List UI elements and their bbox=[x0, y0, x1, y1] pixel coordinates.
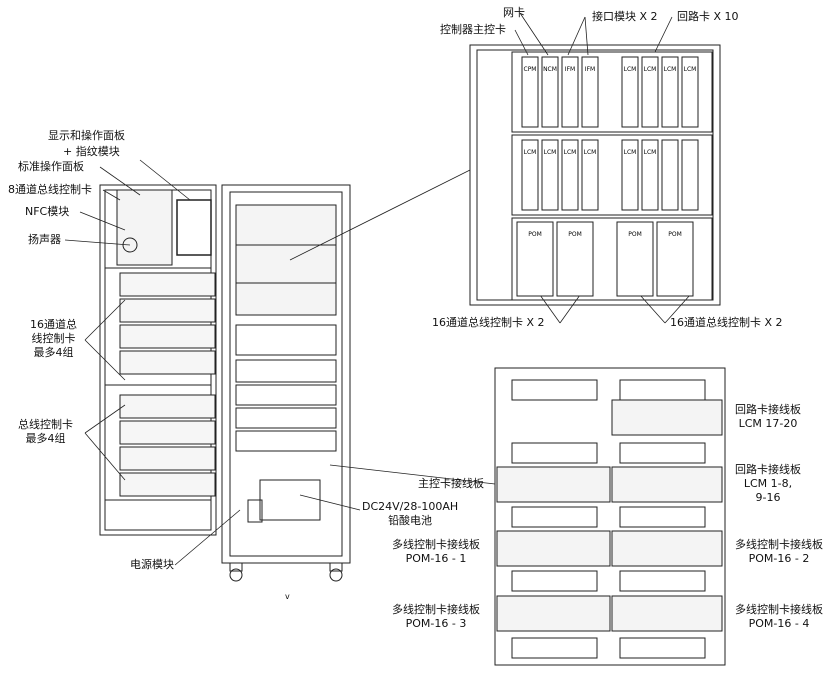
label-loop-cards: 回路卡 X 10 bbox=[677, 10, 739, 23]
label-bus-card: 总线控制卡 最多4组 bbox=[18, 418, 73, 446]
svg-text:POM: POM bbox=[668, 231, 682, 238]
text: 多线控制卡接线板 bbox=[392, 538, 480, 551]
rack-card-blank bbox=[661, 139, 679, 211]
rack-card-lcm: LCM bbox=[681, 56, 699, 128]
text: 最多4组 bbox=[25, 432, 66, 445]
text: POM-16 - 3 bbox=[405, 617, 467, 630]
rack-card-lcm: LCM bbox=[561, 139, 579, 211]
label-speaker: 扬声器 bbox=[28, 233, 61, 246]
rack-card-pom: POM bbox=[556, 221, 594, 297]
label-pom-4: 多线控制卡接线板 POM-16 - 4 bbox=[735, 603, 823, 631]
svg-text:POM: POM bbox=[528, 231, 542, 238]
label-lcm-1-16: 回路卡接线板 LCM 1-8, 9-16 bbox=[735, 463, 801, 505]
svg-text:LCM: LCM bbox=[524, 149, 537, 156]
text: POM-16 - 1 bbox=[405, 552, 467, 565]
rack-card-blank bbox=[681, 139, 699, 211]
text: 线控制卡 bbox=[31, 332, 76, 345]
text: POM-16 - 2 bbox=[748, 552, 810, 565]
rack-card-lcm: LCM bbox=[581, 139, 599, 211]
rack-card-ncm: NCM bbox=[541, 56, 559, 128]
cabinet-door bbox=[99, 184, 217, 536]
svg-text:LCM: LCM bbox=[664, 66, 677, 73]
rack-card-ifm: IFM bbox=[581, 56, 599, 128]
label-pom-2: 多线控制卡接线板 POM-16 - 2 bbox=[735, 538, 823, 566]
text: 多线控制卡接线板 bbox=[735, 538, 823, 551]
label-fingerprint: + 指纹模块 bbox=[63, 145, 120, 158]
text: 总线控制卡 bbox=[18, 418, 73, 431]
label-16ch-x2-right: 16通道总线控制卡 X 2 bbox=[670, 316, 783, 329]
text: LCM 1-8, bbox=[743, 477, 793, 490]
label-main-card: 控制器主控卡 bbox=[440, 23, 506, 36]
rack-card-ifm: IFM bbox=[561, 56, 579, 128]
svg-text:CPM: CPM bbox=[524, 66, 537, 73]
label-pom-3: 多线控制卡接线板 POM-16 - 3 bbox=[392, 603, 480, 631]
label-standard-panel: 标准操作面板 bbox=[18, 160, 84, 173]
label-battery: DC24V/28-100AH 铅酸电池 bbox=[362, 500, 458, 528]
mark-v: v bbox=[285, 592, 290, 601]
label-16ch-x2-left: 16通道总线控制卡 X 2 bbox=[432, 316, 545, 329]
text: 9-16 bbox=[755, 491, 781, 504]
rack-card-cpm: CPM bbox=[521, 56, 539, 128]
text: POM-16 - 4 bbox=[748, 617, 810, 630]
text: 铅酸电池 bbox=[388, 514, 433, 527]
svg-text:LCM: LCM bbox=[644, 149, 657, 156]
rack-card-pom: POM bbox=[516, 221, 554, 297]
label-8ch-bus-card: 8通道总线控制卡 bbox=[8, 183, 92, 196]
label-net-card: 网卡 bbox=[503, 6, 525, 19]
label-interface: 接口模块 X 2 bbox=[592, 10, 658, 23]
text: 多线控制卡接线板 bbox=[392, 603, 480, 616]
rack-card-pom: POM bbox=[656, 221, 694, 297]
text: LCM 17-20 bbox=[738, 417, 798, 430]
svg-text:LCM: LCM bbox=[624, 149, 637, 156]
rack-card-lcm: LCM bbox=[521, 139, 539, 211]
leader-lines bbox=[64, 12, 691, 566]
text: 回路卡接线板 bbox=[735, 463, 801, 476]
text: 回路卡接线板 bbox=[735, 403, 801, 416]
rack-card-lcm: LCM bbox=[621, 56, 639, 128]
text: 16通道总 bbox=[30, 318, 77, 331]
rack-card-lcm: LCM bbox=[641, 139, 659, 211]
card-rack bbox=[469, 44, 721, 306]
label-main-board: 主控卡接线板 bbox=[418, 477, 484, 490]
svg-text:IFM: IFM bbox=[585, 66, 595, 73]
svg-text:LCM: LCM bbox=[584, 149, 597, 156]
svg-text:POM: POM bbox=[568, 231, 582, 238]
label-16ch-bus: 16通道总 线控制卡 最多4组 bbox=[30, 318, 77, 360]
label-pom-1: 多线控制卡接线板 POM-16 - 1 bbox=[392, 538, 480, 566]
label-power: 电源模块 bbox=[130, 558, 174, 571]
svg-text:LCM: LCM bbox=[564, 149, 577, 156]
label-lcm-17-20: 回路卡接线板 LCM 17-20 bbox=[735, 403, 801, 431]
svg-text:POM: POM bbox=[628, 231, 642, 238]
rack-card-lcm: LCM bbox=[641, 56, 659, 128]
svg-text:LCM: LCM bbox=[544, 149, 557, 156]
svg-text:IFM: IFM bbox=[565, 66, 575, 73]
rack-card-pom: POM bbox=[616, 221, 654, 297]
rack-card-lcm: LCM bbox=[661, 56, 679, 128]
terminal-panel bbox=[494, 367, 726, 666]
text: 最多4组 bbox=[33, 346, 74, 359]
svg-text:LCM: LCM bbox=[644, 66, 657, 73]
label-nfc: NFC模块 bbox=[25, 205, 70, 218]
svg-text:LCM: LCM bbox=[624, 66, 637, 73]
cabinet-body bbox=[221, 184, 351, 582]
rack-card-lcm: LCM bbox=[621, 139, 639, 211]
text: DC24V/28-100AH bbox=[362, 500, 459, 513]
svg-text:LCM: LCM bbox=[684, 66, 697, 73]
text: 多线控制卡接线板 bbox=[735, 603, 823, 616]
label-display-panel: 显示和操作面板 bbox=[48, 129, 125, 142]
svg-text:NCM: NCM bbox=[543, 66, 557, 73]
rack-card-lcm: LCM bbox=[541, 139, 559, 211]
